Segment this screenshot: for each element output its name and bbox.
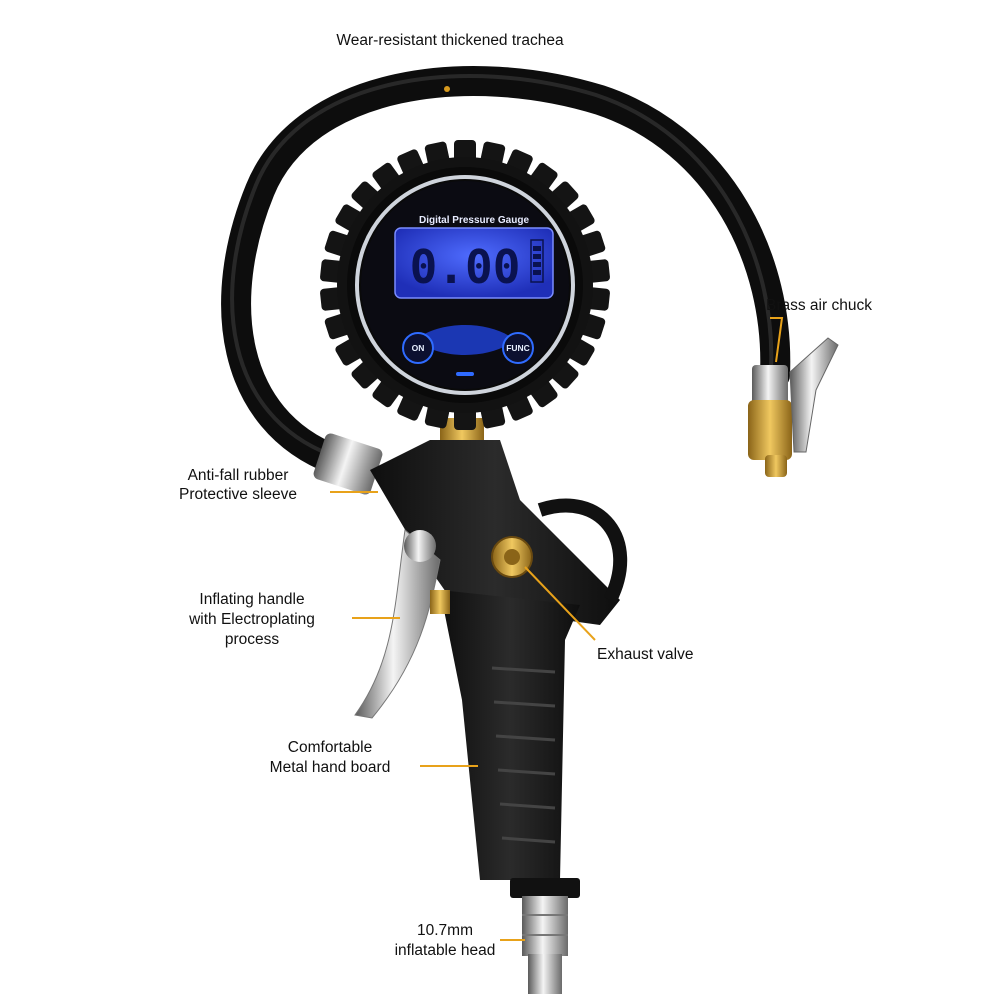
- callout-sleeve-line1: Anti-fall rubber: [188, 467, 289, 484]
- inflatable-head: [510, 878, 580, 994]
- callout-handle-line1: Inflating handle: [199, 591, 304, 608]
- lcd-reading: 0.00: [410, 240, 521, 294]
- digital-pressure-gauge: Digital Pressure Gauge 0.00 ON FUNC: [320, 140, 610, 430]
- callout-exhaust-valve: Exhaust valve: [597, 646, 694, 663]
- protective-sleeve: [313, 433, 383, 495]
- grip-ridges: [491, 666, 556, 844]
- on-button[interactable]: ON: [402, 332, 434, 364]
- callout-handle-line2: with Electroplating: [188, 611, 315, 628]
- callout-grip-line1: Comfortable: [288, 739, 372, 756]
- callout-head-line1: 10.7mm: [417, 922, 473, 939]
- callout-handle-line3: process: [225, 631, 280, 648]
- lcd-screen: [394, 227, 554, 299]
- callout-grip-line2: Metal hand board: [270, 759, 391, 776]
- callout-leaders: [330, 317, 784, 941]
- callout-head-line2: inflatable head: [395, 942, 496, 959]
- brass-air-chuck: [748, 337, 839, 477]
- func-button[interactable]: FUNC: [502, 332, 534, 364]
- gauge-title: Digital Pressure Gauge: [419, 215, 529, 226]
- callout-sleeve-line2: Protective sleeve: [179, 486, 297, 503]
- on-button-label: ON: [412, 343, 425, 353]
- rubber-hose: [221, 66, 791, 475]
- callout-hose: Wear-resistant thickened trachea: [336, 32, 564, 49]
- callout-brass-chuck: Brass air chuck: [766, 297, 872, 314]
- battery-indicator: [530, 239, 544, 283]
- func-button-label: FUNC: [506, 343, 530, 353]
- inflating-trigger: [354, 529, 450, 719]
